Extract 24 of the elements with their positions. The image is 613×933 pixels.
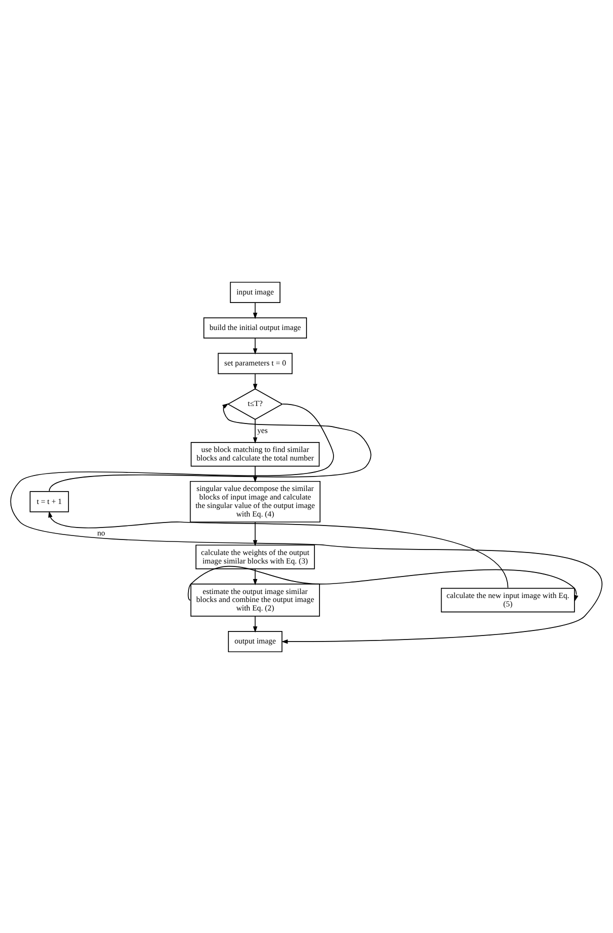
arrow xyxy=(48,402,372,491)
node-box: input image xyxy=(230,281,280,302)
arrow xyxy=(10,403,602,644)
arrow xyxy=(253,615,258,632)
arrow xyxy=(253,372,258,390)
arrow xyxy=(253,418,258,444)
arrow xyxy=(253,568,258,585)
node-box: output image xyxy=(228,630,282,652)
arrow xyxy=(48,510,508,588)
arrow xyxy=(253,302,258,318)
arrow xyxy=(253,337,258,354)
node-box: use block matching to find similar blocks and calculate the total number xyxy=(190,442,320,466)
node-box: build the initial output image xyxy=(203,316,307,338)
node-box: singular value decompose the similar blocks of input image and calculate the singular value of the output image with Eq. (4) xyxy=(190,480,320,522)
node-box: calculate the new input image with Eq. (5) xyxy=(440,587,575,612)
node-diamond: t≤T? xyxy=(227,388,284,420)
node-box: calculate the weights of the output image similar blocks with Eq. (3) xyxy=(196,544,315,569)
node-box: set parameters t = 0 xyxy=(218,352,293,374)
node-box: estimate the output image similar blocks and combine the output image with Eq. (2) xyxy=(190,583,320,616)
edge-label: no xyxy=(97,528,106,538)
edge-label: yes xyxy=(257,425,268,434)
arrow xyxy=(188,565,578,601)
arrow xyxy=(253,521,258,546)
node-box: t = t + 1 xyxy=(30,490,69,512)
